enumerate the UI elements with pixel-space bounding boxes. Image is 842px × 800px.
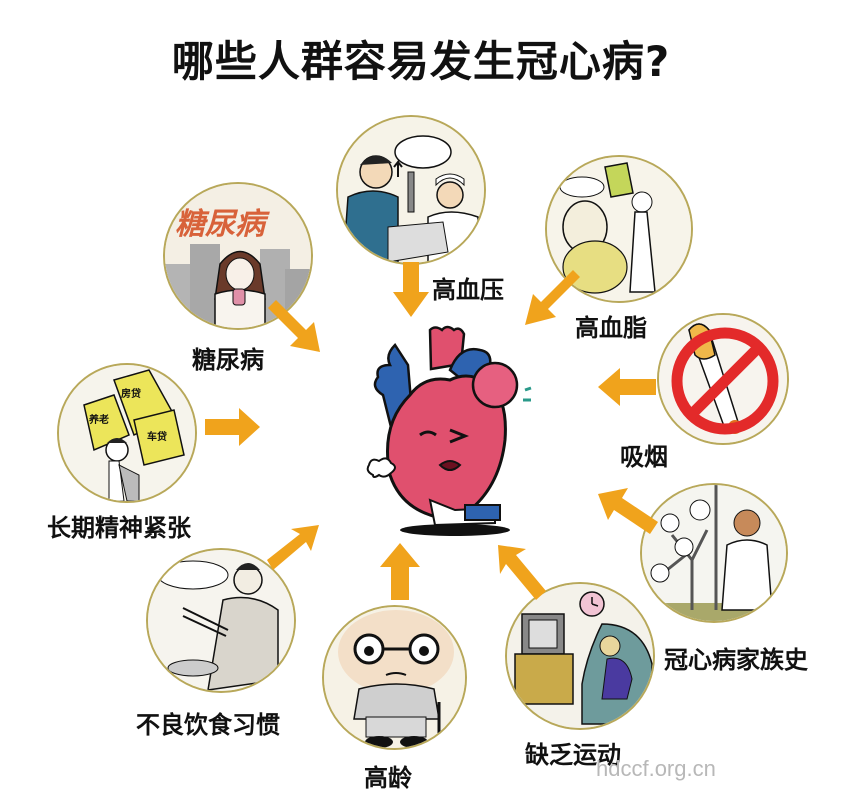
arrow-down-right-icon	[268, 300, 320, 352]
arrow-left-icon	[598, 368, 656, 406]
arrow-right-icon	[205, 408, 260, 446]
chronic-stress-illustration: 房贷 养老 车贷	[57, 363, 197, 503]
arrow-up-right-icon	[267, 525, 319, 570]
advanced-age-illustration	[322, 605, 467, 750]
arrow-up-icon	[380, 543, 420, 600]
poor-diet-illustration	[146, 548, 296, 693]
diabetes-illustration: 糖尿病	[163, 182, 313, 330]
arrow-up-left-icon	[498, 545, 548, 600]
svg-text:房贷: 房贷	[121, 387, 141, 400]
label-advanced-age: 高龄	[364, 764, 412, 792]
elderly-man-icon	[324, 607, 465, 748]
label-hypertension: 高血压	[432, 276, 504, 304]
page-title: 哪些人群容易发生冠心病?	[171, 37, 671, 86]
family-history-illustration	[640, 483, 788, 623]
lack-of-exercise-illustration	[505, 582, 655, 730]
no-smoking-icon	[659, 315, 787, 443]
watermark: hdccf.org.cn	[596, 756, 716, 781]
hypertension-illustration	[336, 115, 486, 265]
label-hyperlipidemia: 高血脂	[575, 314, 647, 342]
arrow-up-left-icon	[598, 488, 658, 538]
family-tree-icon	[642, 485, 786, 621]
diabetes-woman-icon: 糖尿病	[165, 184, 311, 328]
svg-text:车贷: 车贷	[147, 430, 167, 443]
label-lack-of-exercise: 缺乏运动	[525, 741, 621, 769]
svg-text:养老: 养老	[88, 413, 109, 426]
eating-man-icon	[148, 550, 294, 691]
arrow-down-icon	[393, 262, 429, 317]
label-smoking: 吸烟	[620, 443, 668, 471]
label-family-history: 冠心病家族史	[664, 646, 808, 674]
label-chronic-stress: 长期精神紧张	[47, 514, 191, 542]
svg-text:糖尿病: 糖尿病	[175, 207, 270, 242]
label-poor-diet: 不良饮食习惯	[136, 711, 280, 739]
burdened-man-icon: 房贷 养老 车贷	[59, 365, 195, 501]
label-diabetes: 糖尿病	[192, 346, 264, 374]
center-heart-illustration	[355, 325, 545, 540]
heart-icon	[366, 325, 532, 536]
tv-sofa-icon	[507, 584, 653, 728]
blood-pressure-icon	[338, 117, 484, 263]
smoking-illustration	[657, 313, 789, 445]
arrow-down-left-icon	[525, 270, 580, 325]
